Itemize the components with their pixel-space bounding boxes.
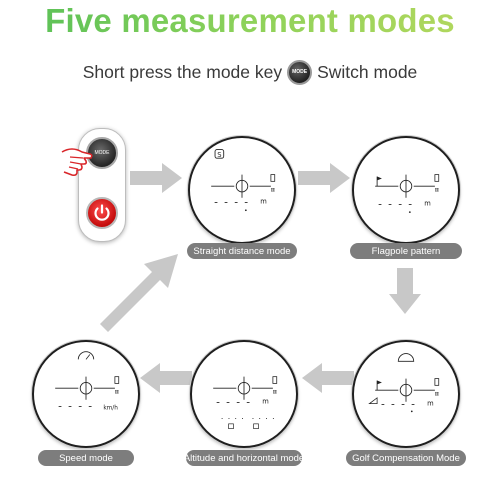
display-altitude-horizontal: ▥ - - - - m . . . . . . . .: [190, 340, 298, 448]
horizontal-icon: [253, 423, 259, 430]
mode-badge-box: [214, 149, 225, 159]
power-icon: [94, 204, 110, 221]
svg-text:▥: ▥: [435, 188, 440, 193]
svg-text:▥: ▥: [435, 392, 440, 397]
device-mode-button-label: MODE: [94, 150, 110, 156]
mode-label-flagpole: Flagpole pattern: [350, 243, 462, 259]
arrow-right-icon: [298, 163, 350, 193]
arrow-left-icon: [140, 363, 192, 393]
unit-label: km/h: [103, 405, 118, 411]
altitude-icon: [228, 423, 234, 430]
svg-text:- - - -: - - - -: [58, 400, 93, 412]
mode-key-label: MODE: [292, 69, 308, 75]
arrow-down-icon: [389, 268, 421, 314]
rangefinder-device: MODE: [78, 128, 126, 242]
display-straight-distance: S ▥ - - - - m: [188, 136, 296, 244]
svg-text:▥: ▥: [273, 390, 278, 395]
subtitle: Short press the mode key MODE Switch mod…: [0, 58, 500, 86]
display-golf-compensation: ▥ - - - - m: [352, 340, 460, 448]
unit-label: m: [260, 197, 267, 205]
mode-label-straight-distance: Straight distance mode: [187, 243, 297, 259]
unit-label: m: [424, 199, 431, 207]
unit-label: m: [427, 400, 434, 408]
mode-label-altitude-horizontal: Altitude and horizontal mode: [184, 450, 304, 466]
slope-triangle-icon: [368, 397, 378, 405]
arrow-left-icon: [302, 363, 354, 393]
svg-text:- - - -: - - - -: [216, 397, 251, 409]
svg-text:▥: ▥: [115, 390, 120, 395]
page-title: Five measurement modes: [0, 2, 500, 40]
arrow-up-right-icon: [100, 254, 178, 332]
device-power-button: [86, 197, 118, 229]
subtitle-text-1: Short press the mode key: [82, 61, 283, 82]
mode-key-icon: MODE: [287, 59, 313, 85]
battery-icon: [270, 174, 276, 182]
svg-text:. . . .: . . . .: [252, 412, 276, 421]
svg-text:- - - -: - - - -: [381, 398, 416, 410]
svg-text:- - - -: - - - -: [378, 198, 413, 210]
speedometer-icon: [77, 351, 95, 360]
svg-text:. . . .: . . . .: [221, 412, 245, 421]
svg-text:- - - -: - - - -: [214, 196, 249, 208]
mode-label-golf-compensation: Golf Compensation Mode: [346, 450, 466, 466]
display-flagpole: ▥ - - - - m: [352, 136, 460, 244]
subtitle-text-2: Switch mode: [317, 61, 418, 82]
arrow-right-icon: [130, 163, 182, 193]
svg-text:▥: ▥: [271, 188, 276, 193]
unit-label: m: [262, 398, 269, 406]
display-speed: ▥ - - - - km/h: [32, 340, 140, 448]
slope-gauge-icon: [397, 353, 415, 362]
flag-icon: [377, 176, 382, 181]
mode-label-speed: Speed mode: [38, 450, 134, 466]
mode-badge-letter: S: [217, 151, 221, 159]
hand-pointer-icon: [61, 148, 93, 177]
